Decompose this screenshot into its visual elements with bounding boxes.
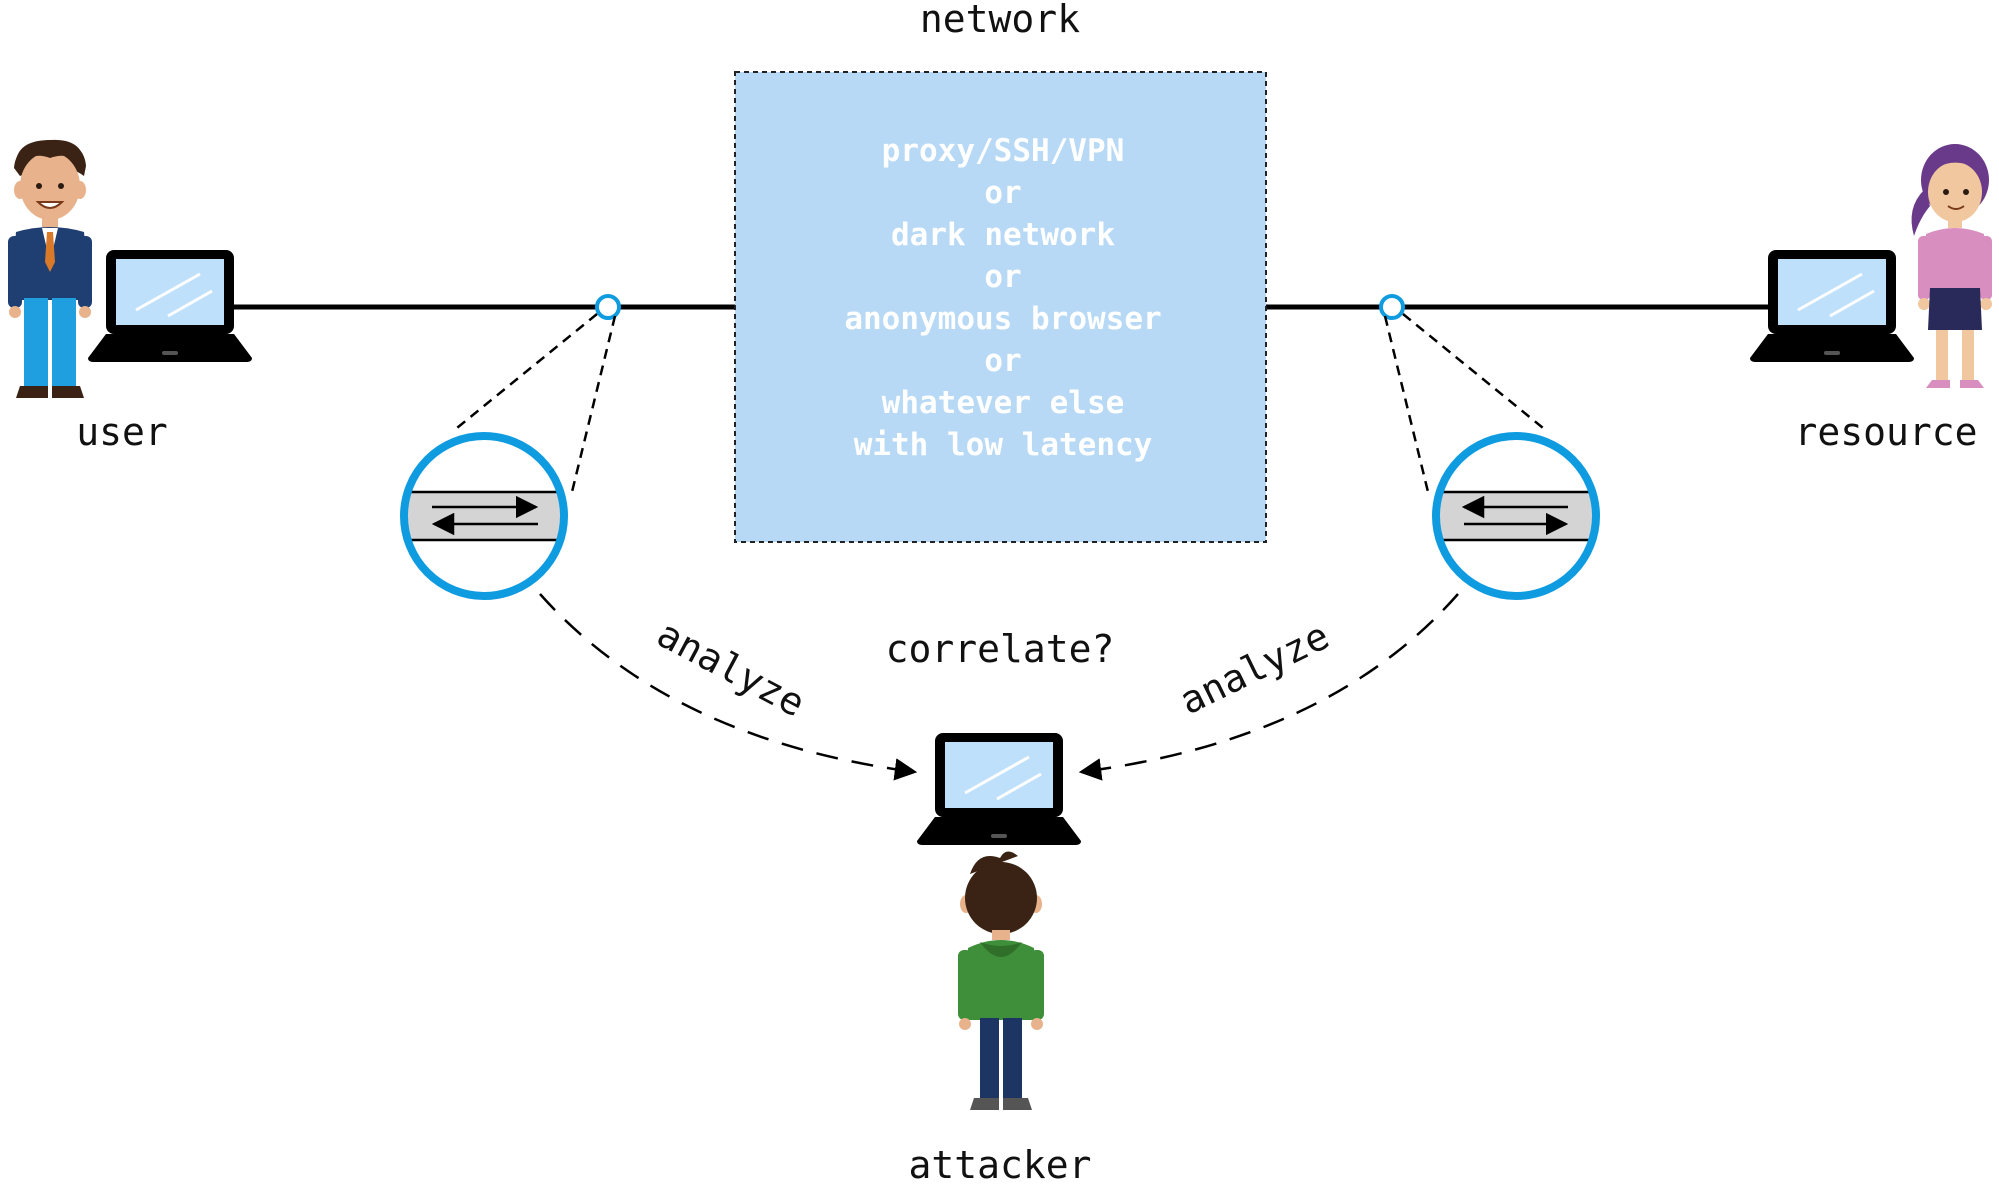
right-zoom-guide xyxy=(1402,313,1549,433)
attacker-label: attacker xyxy=(908,1143,1091,1187)
analyze-left-label: analyze xyxy=(650,612,812,726)
resource-icon xyxy=(1911,144,1992,388)
network-box xyxy=(734,71,1267,543)
user-label: user xyxy=(76,410,168,454)
network-box-line: or xyxy=(984,343,1021,379)
network-box-line: dark network xyxy=(891,217,1115,253)
network-box-line: whatever else xyxy=(882,385,1125,421)
bidirectional-arrows-icon xyxy=(1461,495,1569,536)
left-zoom-guide xyxy=(451,313,598,433)
user-laptop-icon xyxy=(86,248,254,364)
network-box-line: with low latency xyxy=(854,427,1153,463)
user-icon xyxy=(8,139,92,398)
correlate-label: correlate? xyxy=(886,627,1115,671)
left-zoom-guide xyxy=(569,315,617,497)
network-box-line: proxy/SSH/VPN xyxy=(882,133,1125,169)
attacker-icon xyxy=(958,851,1044,1110)
network-box-line: or xyxy=(984,259,1021,295)
left-traffic-lens xyxy=(400,432,568,600)
network-box-line: or xyxy=(984,175,1021,211)
right-analyze-arrow xyxy=(1078,593,1459,781)
network-label: network xyxy=(920,0,1080,41)
right-zoom-guide xyxy=(1383,315,1431,497)
left-analyze-arrow xyxy=(539,593,918,781)
right-tap-point xyxy=(1379,294,1405,320)
network-box-line: anonymous browser xyxy=(844,301,1161,337)
left-tap-point xyxy=(595,294,621,320)
right-traffic-lens xyxy=(1432,432,1600,600)
resource-laptop-icon xyxy=(1748,248,1916,364)
bidirectional-arrows-icon xyxy=(431,495,539,536)
attacker-laptop-icon xyxy=(915,731,1083,847)
resource-label: resource xyxy=(1794,410,1977,454)
